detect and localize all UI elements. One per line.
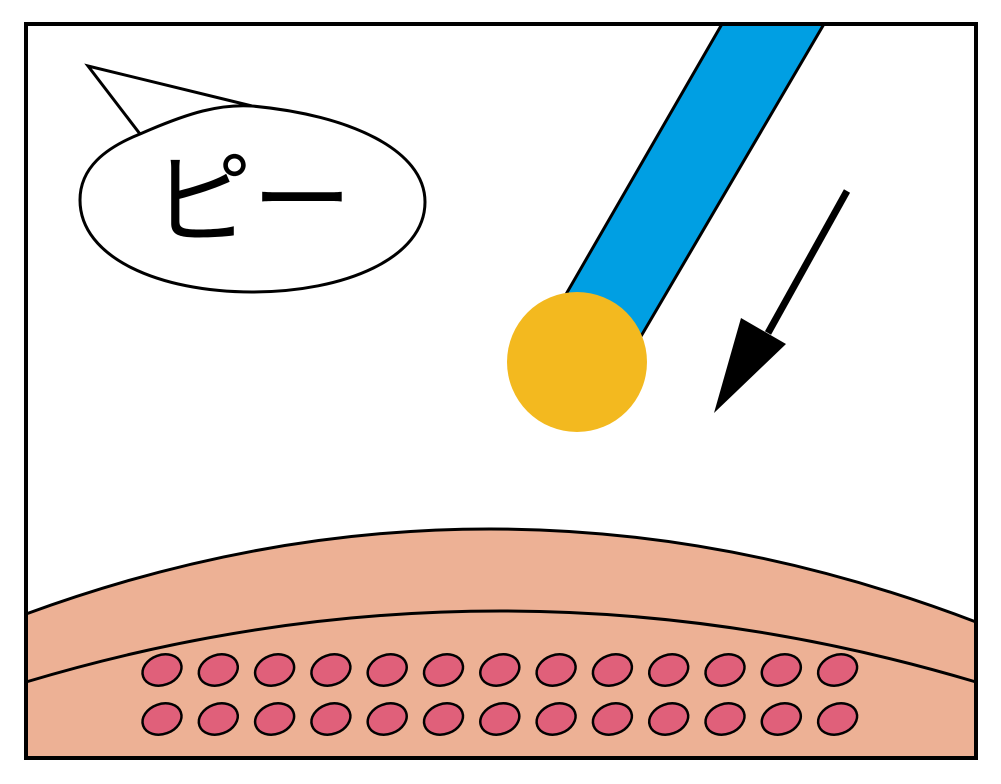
cell (647, 653, 690, 687)
cell-group (141, 653, 859, 736)
cell (310, 702, 352, 736)
cell (253, 653, 296, 687)
cell (197, 702, 240, 736)
arrow-head (714, 318, 786, 413)
cell (535, 702, 577, 736)
speech-bubble: ピー (78, 63, 427, 294)
cell (141, 653, 183, 687)
cell (760, 653, 803, 687)
cell (704, 653, 746, 687)
speech-bubble-outline (78, 63, 427, 294)
skin-layer (24, 527, 978, 760)
arrow-icon (714, 189, 851, 413)
cell (141, 702, 183, 736)
cell (816, 653, 859, 687)
cell (197, 653, 240, 687)
panel-frame (24, 22, 978, 760)
speech-bubble-text: ピー (152, 142, 352, 259)
tissue (24, 527, 978, 760)
cell (591, 653, 634, 687)
cell (422, 702, 465, 736)
arrow-shaft (764, 189, 851, 335)
inner-tissue-boundary (25, 609, 977, 684)
cell (366, 653, 408, 687)
cell (760, 702, 803, 736)
cell (253, 702, 296, 736)
cell (647, 702, 690, 736)
cell (310, 653, 352, 687)
probe-tip (507, 292, 647, 432)
cell (816, 702, 859, 736)
cell (535, 653, 577, 687)
cell (422, 653, 465, 687)
cell (479, 702, 521, 736)
cell (591, 702, 634, 736)
cell (479, 653, 521, 687)
cell (704, 702, 746, 736)
probe (507, 22, 827, 432)
cell (366, 702, 408, 736)
